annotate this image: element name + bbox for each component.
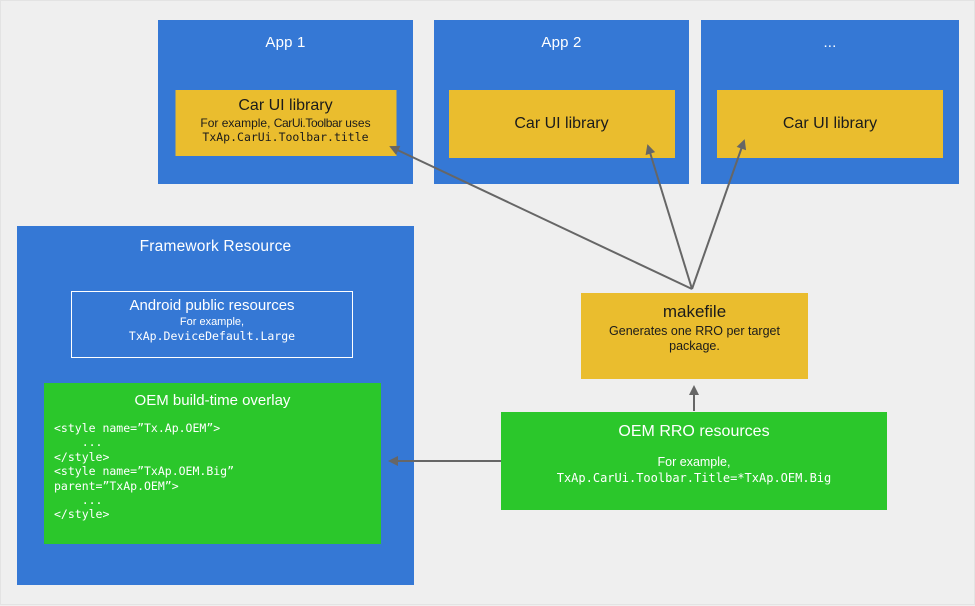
android-public-resources-box: Android public resources For example, Tx… xyxy=(71,291,353,358)
oem-rro-resources-title: OEM RRO resources xyxy=(618,423,770,440)
app-ellipsis-title: ... xyxy=(823,34,837,51)
app2-box: App 2 Car UI library xyxy=(434,20,689,184)
makefile-box: makefile Generates one RRO per target pa… xyxy=(581,293,808,379)
makefile-title: makefile xyxy=(662,302,727,321)
app2-title: App 2 xyxy=(541,34,582,51)
app1-car-ui-library-box: Car UI library For example, CarUi.Toolba… xyxy=(175,90,396,156)
oem-overlay-code-block: <style name=”Tx.Ap.OEM”> ... </style> <s… xyxy=(44,421,381,522)
code-line: <style name=”Tx.Ap.OEM”> xyxy=(54,421,221,435)
app1-title: App 1 xyxy=(265,34,306,51)
example-package: CarUi.Toolbar xyxy=(273,116,343,130)
code-line: ... xyxy=(54,435,103,450)
code-line: </style> xyxy=(54,449,110,464)
framework-resource-box: Framework Resource Android public resour… xyxy=(17,226,414,585)
car-ui-library-example-code: TxAp.CarUi.Toolbar.title xyxy=(202,130,369,144)
oem-rro-example-code: TxAp.CarUi.Toolbar.Title=*TxAp.OEM.Big xyxy=(556,471,832,485)
car-ui-library-title: Car UI library xyxy=(238,97,333,114)
car-ui-library-title: Car UI library xyxy=(782,115,878,132)
code-line: parent=”TxAp.OEM”> xyxy=(54,478,179,493)
android-public-resources-example-code: TxAp.DeviceDefault.Large xyxy=(128,329,296,343)
code-line: </style> xyxy=(54,507,110,522)
makefile-description: Generates one RRO per target package. xyxy=(609,324,780,353)
oem-rro-resources-box: OEM RRO resources For example, TxAp.CarU… xyxy=(501,412,887,510)
car-ui-library-title: Car UI library xyxy=(514,115,609,132)
oem-rro-example-label: For example, xyxy=(657,455,731,469)
example-suffix: uses xyxy=(341,116,371,130)
app-ellipsis-box: ... Car UI library xyxy=(701,20,959,184)
code-line: <style name=”TxAp.OEM.Big” xyxy=(54,464,235,479)
code-line: ... xyxy=(54,493,103,508)
oem-build-time-overlay-box: OEM build-time overlay <style name=”Tx.A… xyxy=(44,383,381,544)
android-public-resources-example-label: For example, xyxy=(179,316,245,328)
app2-car-ui-library-box: Car UI library xyxy=(448,90,675,158)
car-ui-library-example: For example, CarUi.Toolbar uses xyxy=(175,116,396,130)
framework-resource-title: Framework Resource xyxy=(139,238,292,255)
app-ellipsis-car-ui-library-box: Car UI library xyxy=(717,90,943,158)
example-prefix: For example, xyxy=(200,116,274,130)
app1-box: App 1 Car UI library For example, CarUi.… xyxy=(158,20,413,184)
android-public-resources-title: Android public resources xyxy=(129,297,295,314)
oem-build-time-overlay-title: OEM build-time overlay xyxy=(134,392,291,409)
